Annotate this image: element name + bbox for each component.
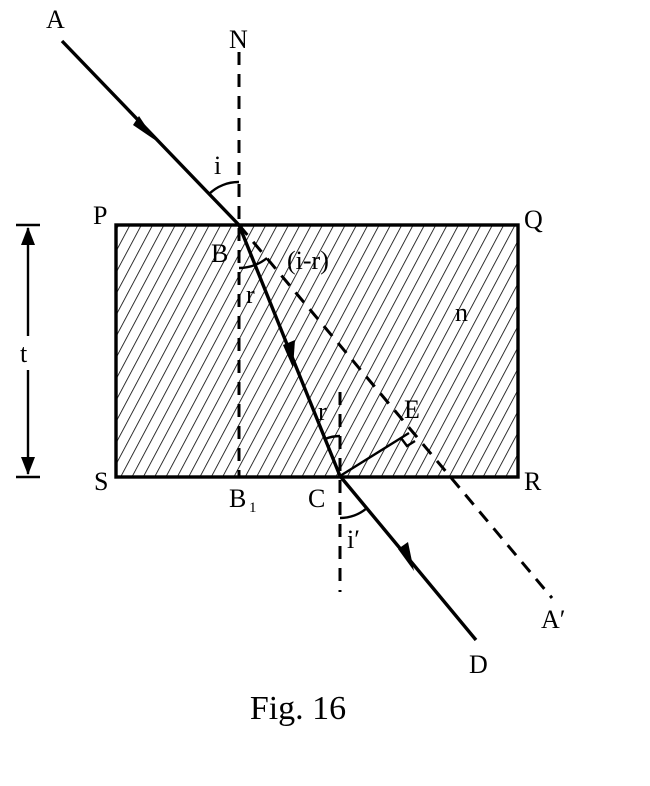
label-a: A (46, 5, 65, 34)
angle-arc-i-minus-r (254, 257, 268, 267)
emergent-ray-arrowhead (398, 542, 414, 571)
thickness-bottom-arrow (21, 457, 35, 475)
label-i-prime: i′ (347, 525, 360, 554)
thickness-top-arrow (21, 227, 35, 245)
label-r-bottom: r (318, 397, 327, 426)
label-c: C (308, 484, 325, 513)
perpendicular-ce (339, 431, 410, 478)
label-t: t (20, 339, 28, 368)
slab-outline (114, 223, 520, 479)
label-q: Q (524, 205, 543, 234)
label-e: E (404, 395, 420, 424)
label-d: D (469, 650, 488, 679)
label-b1: B (229, 484, 246, 513)
label-a-prime: A′ (541, 605, 565, 634)
label-b: B (211, 239, 228, 268)
slab-hatching (116, 225, 518, 477)
incident-ray (60, 39, 241, 227)
label-n-refractive-index: n (455, 298, 468, 327)
label-s: S (94, 467, 108, 496)
thickness-indicator (12, 223, 44, 479)
angle-arc-r-at-c (324, 434, 341, 441)
refracted-ray-arrowhead (283, 340, 295, 368)
label-p: P (93, 201, 107, 230)
figure-caption: Fig. 16 (250, 690, 346, 727)
angle-arc-r-at-b (238, 263, 256, 270)
label-r-corner: R (524, 467, 542, 496)
incident-ray-extension (237, 224, 554, 599)
angle-arc-i-prime (339, 507, 368, 520)
right-angle-mark-e (400, 437, 416, 448)
label-i-minus-r: (i-r) (287, 246, 329, 275)
thickness-label-background (12, 336, 44, 370)
incident-ray-arrowhead (133, 116, 155, 140)
label-r-top: r (246, 280, 255, 309)
label-b1-subscript: 1 (249, 500, 257, 516)
label-n: N (229, 25, 248, 54)
label-i: i (214, 151, 221, 180)
glass-slab (114, 223, 520, 479)
angle-arc-i (208, 180, 240, 195)
